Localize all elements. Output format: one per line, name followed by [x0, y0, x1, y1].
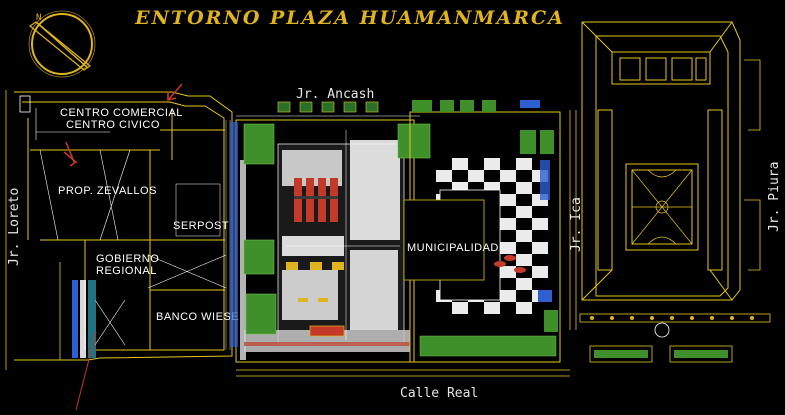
paving-tile — [484, 158, 500, 170]
paving-tile — [532, 218, 548, 230]
label-serpost: SERPOST — [173, 220, 229, 232]
loreto-sidewalk — [59, 262, 96, 360]
label-municipalidad: MUNICIPALIDAD — [407, 242, 499, 254]
tree-icon — [243, 123, 431, 335]
label-banco-wiese: BANCO WIESE — [156, 311, 239, 323]
label-centro-comercial: CENTRO COMERCIAL — [60, 107, 183, 119]
paving-tile — [516, 182, 532, 194]
paving-tile — [516, 278, 532, 290]
svg-text:N: N — [36, 13, 41, 23]
paving-tile — [500, 266, 516, 278]
north-arrow-icon: N — [28, 10, 96, 78]
street-jr-ancash: Jr. Ancash — [296, 87, 374, 102]
paving-tile — [452, 158, 468, 170]
label-gobierno: GOBIERNO — [96, 253, 159, 265]
ancash-planters — [277, 101, 379, 113]
paving-tile — [516, 254, 532, 266]
label-centro-civico: CENTRO CIVICO — [66, 119, 160, 131]
paving-tile — [516, 302, 532, 314]
paving-tile — [516, 230, 532, 242]
street-jr-ica: Jr. Ica — [569, 197, 584, 252]
municipalidad-block — [403, 100, 561, 363]
street-curbs — [5, 90, 577, 377]
sports-court-icon — [625, 163, 699, 251]
plan-title: ENTORNO PLAZA HUAMANMARCA — [134, 7, 565, 29]
fountain-icon — [309, 325, 345, 337]
paving-tile — [500, 290, 516, 302]
paving-tile — [500, 194, 516, 206]
paving-tile — [452, 302, 468, 314]
label-prop-zevallos: PROP. ZEVALLOS — [58, 185, 157, 197]
paving-tile — [468, 170, 484, 182]
paving-tile — [436, 170, 452, 182]
street-jr-loreto: Jr. Loreto — [7, 188, 22, 266]
paving-tile — [500, 242, 516, 254]
paving-tile — [516, 206, 532, 218]
paving-tile — [532, 266, 548, 278]
ica-promenade — [579, 313, 771, 363]
right-city-block — [581, 21, 761, 301]
paving-tile — [484, 302, 500, 314]
paving-tile — [532, 242, 548, 254]
paving-tile — [500, 218, 516, 230]
paving-tile — [516, 158, 532, 170]
paving-tile — [500, 170, 516, 182]
label-regional: REGIONAL — [96, 265, 157, 277]
street-calle-real: Calle Real — [400, 386, 478, 401]
section-arrow-icon — [63, 83, 183, 167]
street-jr-piura: Jr. Piura — [767, 162, 782, 232]
leader-line — [75, 331, 97, 411]
